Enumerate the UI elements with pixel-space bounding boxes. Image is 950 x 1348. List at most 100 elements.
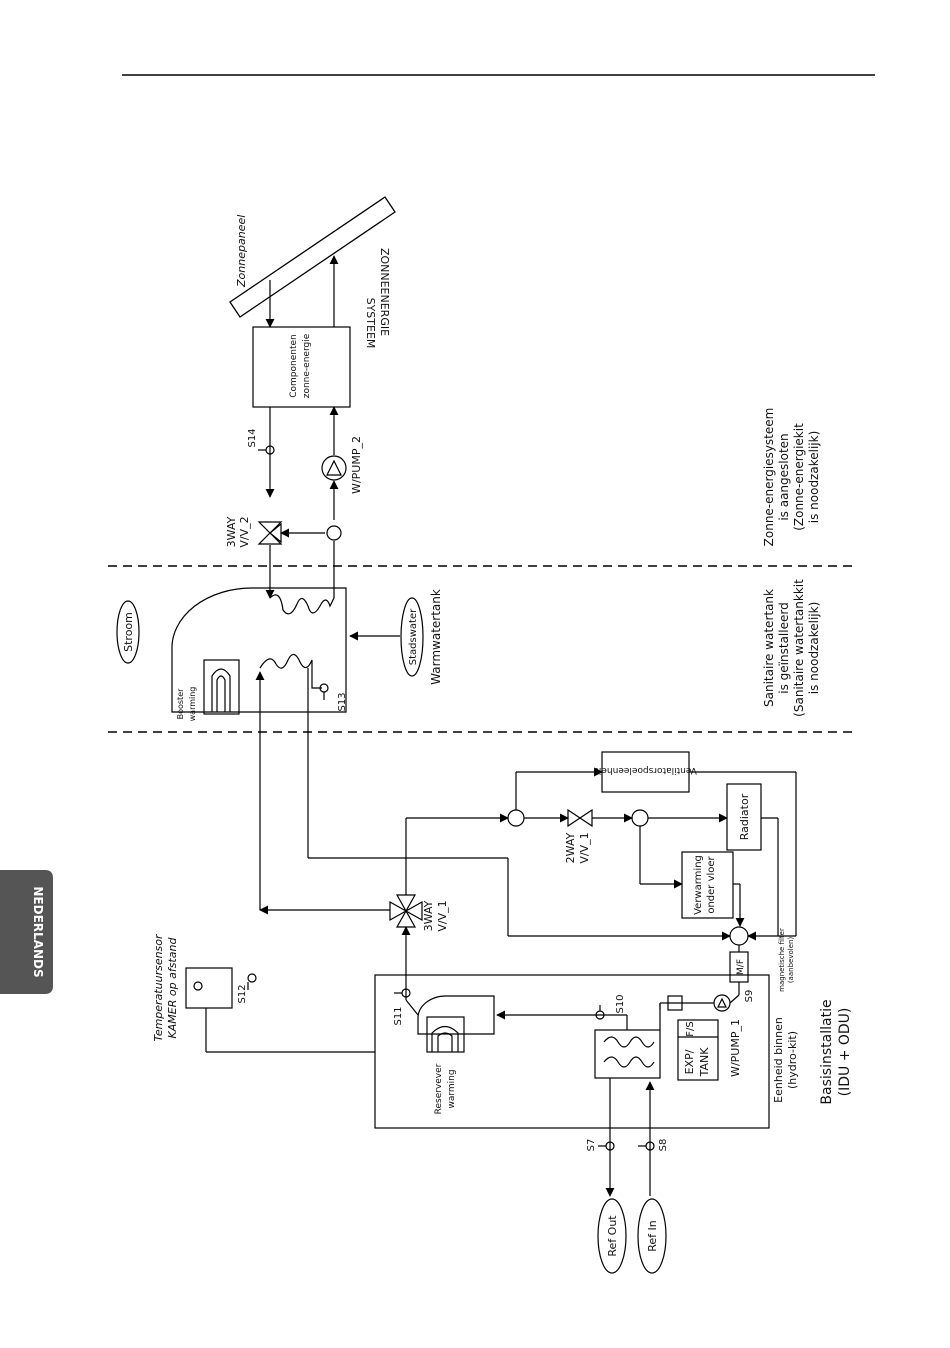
ref-in-label: Ref In (646, 1220, 659, 1252)
zon-note-1: Zonne-energiesysteem (762, 408, 776, 547)
hx-coil-top (603, 1036, 655, 1048)
zon-note-3: (Zonne-energiekit (792, 423, 806, 531)
systeem-label: SYSTEEM (364, 298, 377, 349)
zonne-energie-label: zonne-energie (302, 333, 312, 398)
stroom-label: Stroom (122, 612, 135, 652)
ref-out-label: Ref Out (606, 1215, 619, 1257)
language-tab (0, 870, 53, 994)
s8-label: S8 (658, 1139, 669, 1152)
sensor-s13 (319, 683, 329, 693)
junction-fan (507, 809, 525, 827)
componenten-label: Componenten (289, 334, 299, 398)
reserve-label-1: Reservever (434, 1063, 444, 1114)
s9-label: S9 (744, 990, 755, 1003)
zon-note-4: is noodzakelijk) (807, 431, 821, 524)
valve-3way-1 (389, 900, 408, 922)
stroom-ellipse (116, 600, 140, 664)
valve-2way (567, 808, 582, 828)
s12-label: S12 (237, 984, 248, 1003)
pump-1-triangle (717, 997, 727, 1008)
vv1-b-label: V/V_1 (578, 832, 591, 863)
sensor-s12 (247, 973, 257, 983)
san-note-3: (Sanitaire watertankkit (792, 579, 806, 717)
mag-filter-1: magnetische filter (778, 928, 786, 992)
temp-sensor-2: KAMER op afstand (166, 937, 179, 1039)
stadswater-ellipse (400, 597, 424, 677)
junction-solar (326, 525, 342, 541)
reserve-heater (426, 1016, 465, 1053)
reserve-element-inner (437, 1032, 453, 1052)
booster-element-inner (216, 675, 226, 712)
reserve-element (431, 1025, 459, 1052)
stadswater-label: Stadswater (408, 608, 419, 665)
sensor-s8 (645, 1141, 655, 1151)
exp-tank-box (677, 1019, 719, 1081)
san-note-2: is geïnstalleerd (777, 602, 791, 693)
s7-label: S7 (586, 1139, 597, 1152)
3way-1-label: 3WAY (422, 900, 435, 931)
booster-label-1: Booster (176, 688, 185, 720)
san-note-1: Sanitaire watertank (762, 589, 776, 707)
sensor-s10 (595, 1010, 605, 1020)
radiator (726, 783, 762, 851)
junction-radiator (631, 809, 649, 827)
valve-3way-1-b (404, 900, 423, 922)
language-tab-label: NEDERLANDS (31, 886, 45, 977)
booster-label-2: warming (188, 687, 197, 722)
hx-coil-bottom (603, 1056, 655, 1068)
remote-sensor-dot (193, 981, 203, 991)
pump-1 (713, 994, 731, 1012)
vloer-label-2: onder vloer (706, 855, 717, 913)
ref-out-ellipse (597, 1198, 627, 1274)
s13-label: S13 (337, 692, 348, 711)
s11-label: S11 (393, 1006, 404, 1025)
valve-3way-1-d (395, 909, 417, 928)
heating-coil (259, 653, 322, 689)
basis-label-2: (IDU + ODU) (837, 1008, 853, 1097)
pipe-return-in-unit (729, 994, 740, 1004)
booster-element (211, 668, 231, 712)
2way-label: 2WAY (564, 832, 577, 863)
floor-heating (681, 851, 734, 919)
mf-label: M/F (736, 959, 746, 975)
solar-panel (229, 196, 396, 318)
reserve-tank (417, 995, 495, 1035)
heat-exchanger (594, 1029, 661, 1079)
warmwatertank-label: Warmwatertank (429, 589, 443, 685)
basis-label-1: Basisinstallatie (819, 999, 835, 1104)
w-pump-2-label: W/PUMP_2 (350, 436, 363, 494)
zonnepaneel-label: Zonnepaneel (235, 215, 248, 288)
mag-filter-2: (aanbevolen) (787, 937, 795, 984)
ventilator-label: Ventilatorspoeleenheid (593, 765, 697, 775)
fs-label: F/S (685, 1021, 696, 1036)
vv1-label: V/V_1 (436, 900, 449, 931)
booster-heater (203, 659, 240, 715)
san-note-4: is noodzakelijk) (807, 602, 821, 695)
sensor-s7 (605, 1141, 615, 1151)
valve-3way-2-b (257, 532, 283, 545)
reserve-label-2: warming (447, 1069, 457, 1108)
solar-coil (269, 594, 335, 615)
w-pump-1-label: W/PUMP_1 (729, 1019, 742, 1077)
pump-2-triangle (326, 459, 342, 476)
pipe-reserve-out (405, 999, 419, 1016)
sensor-s14 (265, 445, 275, 455)
exp-tank-1: EXP/ (683, 1049, 696, 1074)
zonneenergie-label: ZONNEENERGIE (378, 248, 391, 336)
pump-2 (321, 455, 347, 481)
remote-sensor-box (185, 967, 233, 1009)
eenheid-label-2: (hydro-kit) (786, 1031, 799, 1089)
valve-2way-b (578, 808, 593, 828)
3way-2-label: 3WAY (225, 516, 238, 547)
solar-components-box (252, 326, 351, 408)
exp-tank-2: TANK (698, 1047, 711, 1078)
sensor-s11 (401, 988, 411, 998)
vv2-label: V/V_2 (238, 516, 251, 547)
tank-outline (171, 587, 347, 713)
temp-sensor-1: Temperatuursensor (152, 933, 165, 1042)
valve-3way-1-c (395, 894, 417, 913)
radiator-label: Radiator (738, 793, 751, 840)
zon-note-2: is aangesloten (777, 433, 791, 520)
ref-in-ellipse (637, 1198, 667, 1274)
